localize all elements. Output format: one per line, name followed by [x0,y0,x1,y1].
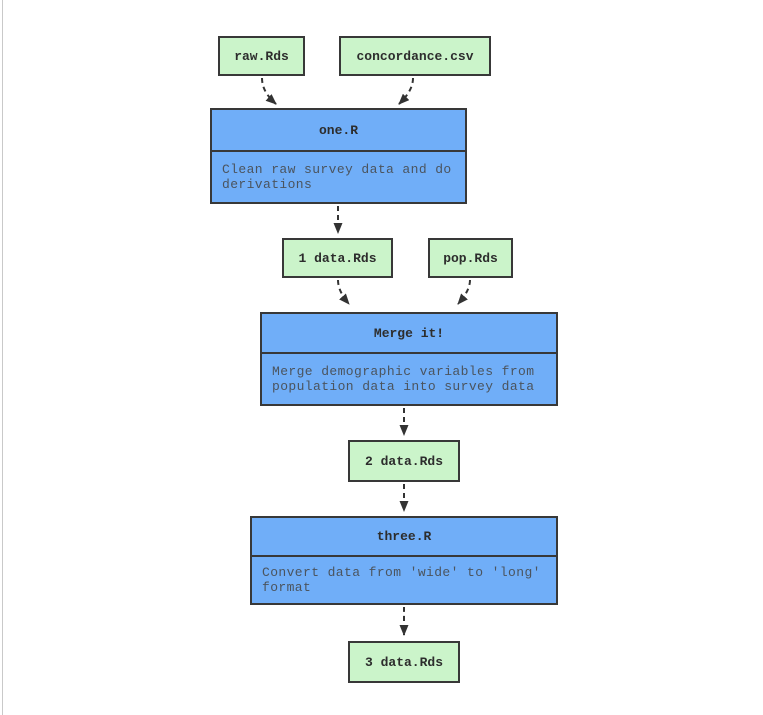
script-description-text: Clean raw survey data and do derivations [222,162,452,192]
edge-concordance-to-one [398,77,414,105]
edge-pop-to-merge [457,279,471,305]
node-one-r: one.R Clean raw survey data and do deriv… [210,108,467,204]
script-description-text: Convert data from 'wide' to 'long' forma… [262,565,541,595]
script-title: one.R [212,110,465,152]
script-title: Merge it! [262,314,556,354]
node-merge-it: Merge it! Merge demographic variables fr… [260,312,558,406]
script-description: Merge demographic variables from populat… [262,354,556,404]
node-raw-rds: raw.Rds [218,36,305,76]
node-1-data-rds: 1 data.Rds [282,238,393,278]
node-label: concordance.csv [356,48,474,64]
node-label: pop.Rds [443,250,498,266]
script-description: Convert data from 'wide' to 'long' forma… [252,557,556,603]
edge-raw-to-one [261,77,277,105]
node-pop-rds: pop.Rds [428,238,513,278]
script-description-text: Merge demographic variables from populat… [272,364,535,394]
node-label: 3 data.Rds [364,654,443,670]
node-label: 2 data.Rds [364,453,443,469]
script-description: Clean raw survey data and do derivations [212,152,465,202]
node-label: raw.Rds [234,48,289,64]
node-2-data-rds: 2 data.Rds [348,440,460,482]
script-title: three.R [252,518,556,557]
node-3-data-rds: 3 data.Rds [348,641,460,683]
node-concordance-csv: concordance.csv [339,36,491,76]
node-label: 1 data.Rds [298,250,377,266]
left-edge-divider [2,0,3,715]
node-three-r: three.R Convert data from 'wide' to 'lon… [250,516,558,605]
edge-data1-to-merge [337,279,350,305]
